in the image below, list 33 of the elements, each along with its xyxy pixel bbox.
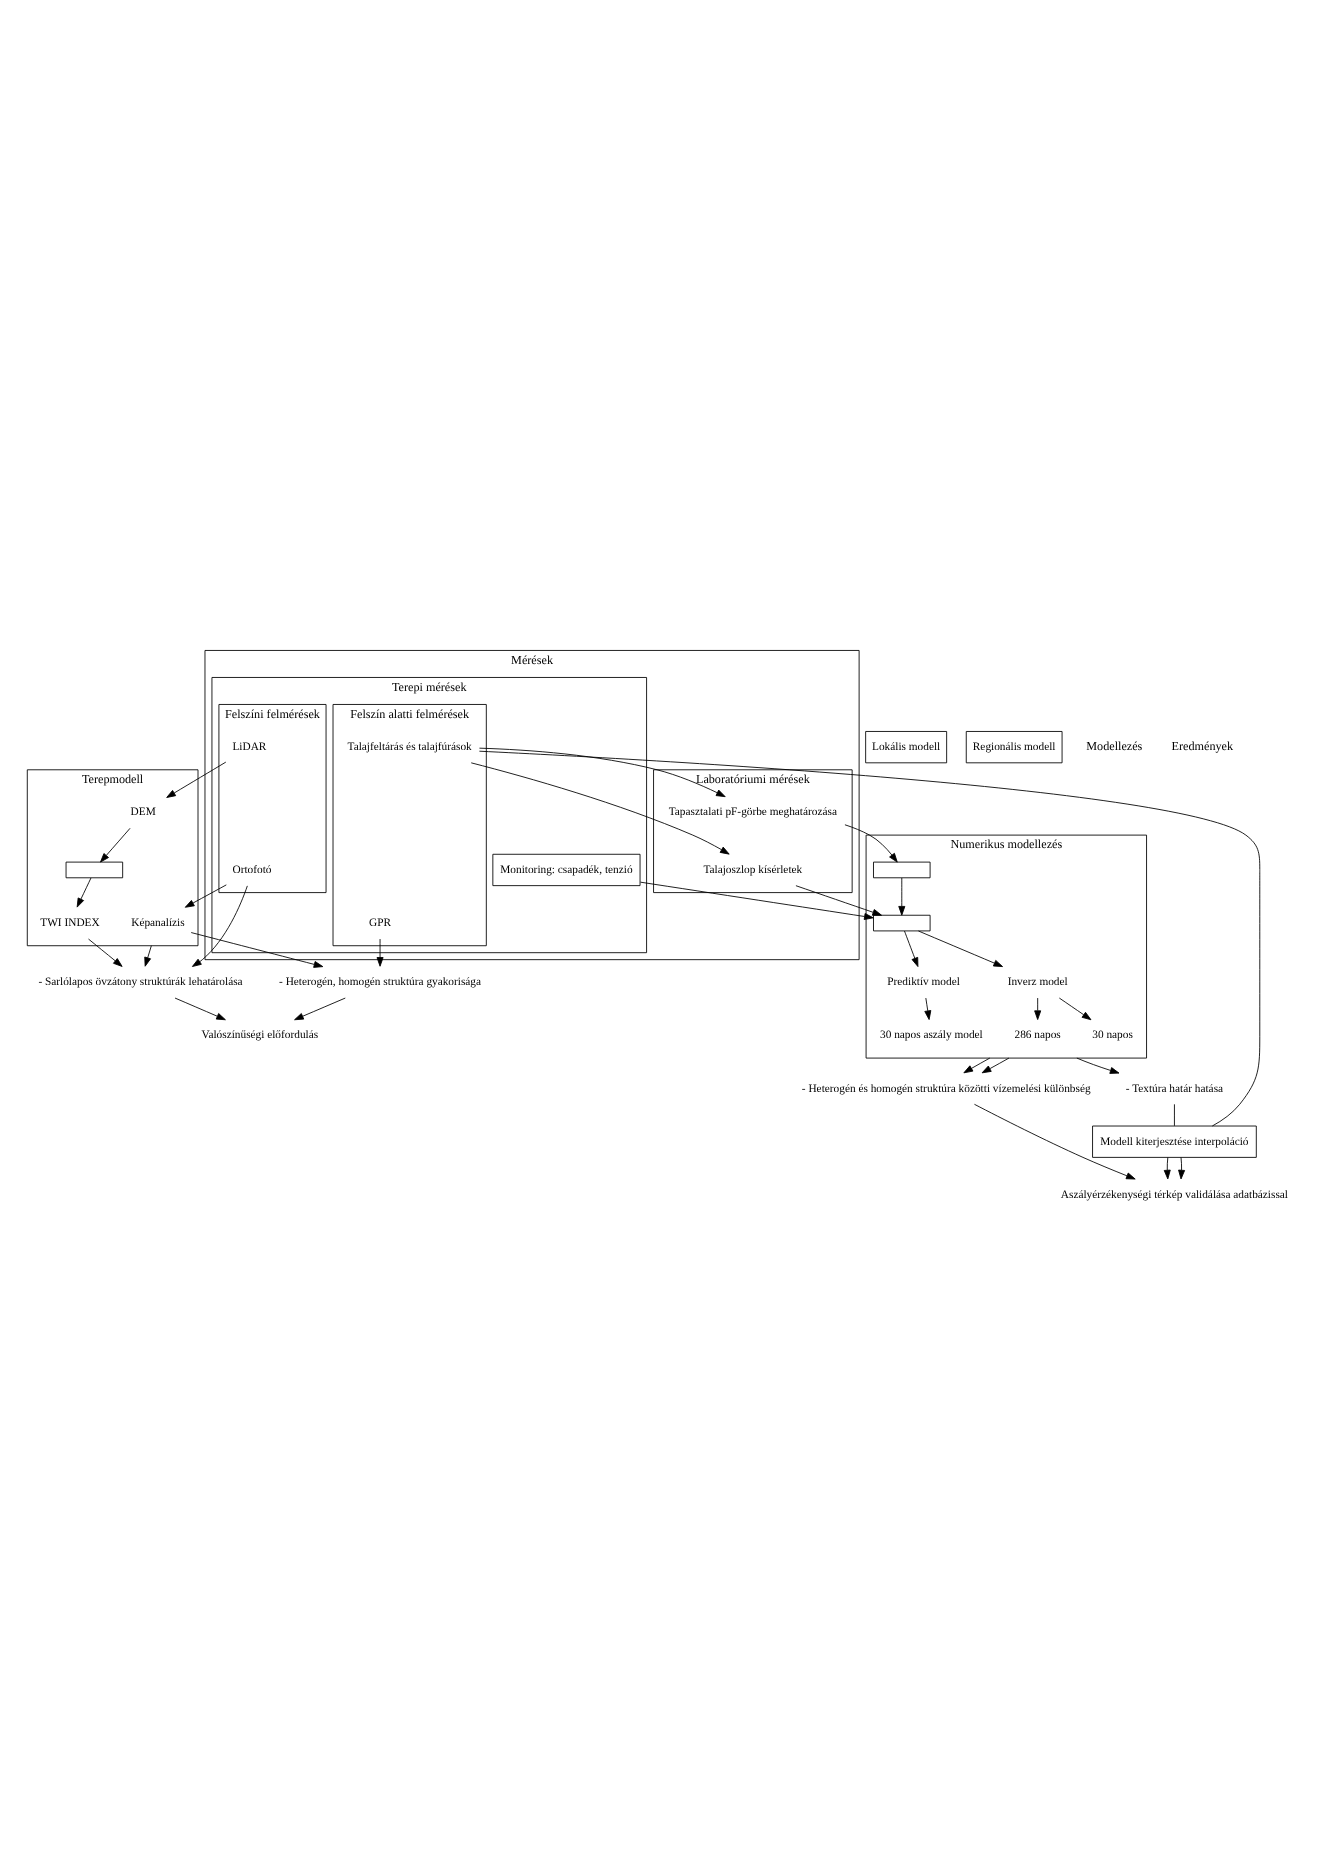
node-box [873,913,931,931]
arrow [166,760,227,797]
arrow [981,1056,1010,1073]
arrow [376,937,384,966]
arrow [1163,1156,1171,1179]
arrow [918,929,1003,967]
arrow [144,944,152,966]
arrow [898,876,906,915]
arrow [904,929,919,967]
node-box [65,860,124,878]
arrow [191,884,248,966]
arrow [924,996,932,1019]
arrow [1034,996,1042,1019]
arrow [184,883,227,907]
arrow [190,931,324,967]
arrow [1076,1056,1120,1073]
arrow [88,937,123,966]
arrow [76,876,92,907]
arrow [1058,996,1092,1020]
arrow [470,761,730,854]
connector [478,749,1261,1126]
arrow [1178,1156,1186,1179]
arrow [479,746,726,797]
arrow [174,996,226,1020]
arrow [974,1102,1136,1179]
arrow [100,826,131,862]
node-box [873,860,931,878]
arrow [844,823,898,862]
arrow [640,880,874,919]
arrow [963,1056,991,1073]
arrow [795,884,882,915]
connector [1174,1102,1175,1126]
arrow [294,996,346,1020]
